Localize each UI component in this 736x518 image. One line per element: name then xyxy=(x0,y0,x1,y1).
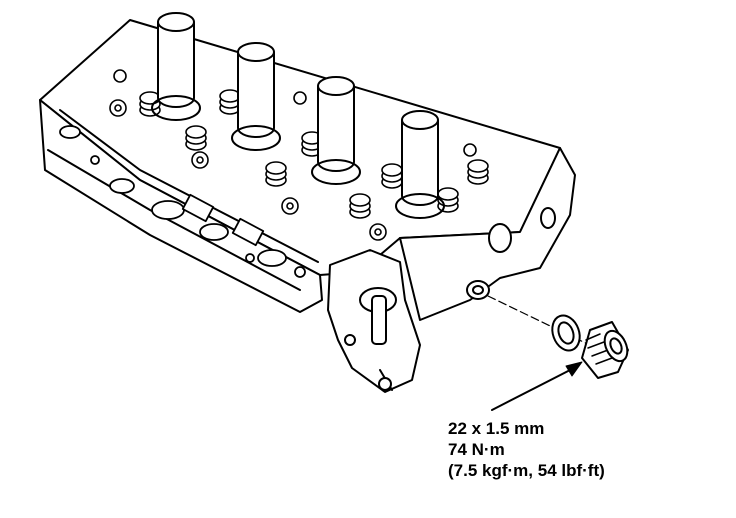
water-outlet-housing xyxy=(327,249,421,393)
spark-plug-tube-2 xyxy=(231,42,281,151)
spark-plug-tube-3 xyxy=(311,76,361,185)
spark-plug-tubes xyxy=(151,12,445,219)
valve-springs xyxy=(139,89,489,219)
sealing-washer xyxy=(551,314,581,352)
sealing-bolt-port xyxy=(466,207,556,300)
head-bolt-bosses xyxy=(109,69,477,241)
torque-specification: 22 x 1.5 mm 74 N·m (7.5 kgf·m, 54 lbf·ft… xyxy=(448,418,605,481)
spark-plug-tube-4 xyxy=(395,110,445,219)
callout-arrow xyxy=(491,361,583,411)
assembly-center-line xyxy=(487,295,601,351)
cylinder-head-body xyxy=(39,19,576,321)
sealing-bolt xyxy=(581,321,629,379)
head-front-details xyxy=(59,125,306,278)
spark-plug-tube-1 xyxy=(151,12,201,121)
torque-nm-label: 74 N·m xyxy=(448,440,505,459)
torque-alt-units-label: (7.5 kgf·m, 54 lbf·ft) xyxy=(448,461,605,480)
thread-size-label: 22 x 1.5 mm xyxy=(448,419,545,438)
